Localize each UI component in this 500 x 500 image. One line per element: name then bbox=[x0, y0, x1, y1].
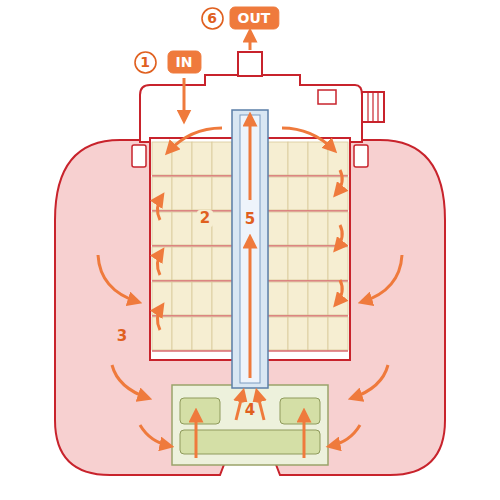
thread bbox=[368, 92, 378, 122]
foam-cell bbox=[152, 212, 172, 245]
foam-cell bbox=[308, 142, 328, 175]
foam-cell bbox=[152, 317, 172, 350]
foam-cell bbox=[268, 142, 288, 175]
foam-divider bbox=[152, 316, 232, 317]
foam-cell bbox=[288, 247, 308, 280]
flow-arrows bbox=[98, 32, 402, 458]
foam-cell bbox=[288, 282, 308, 315]
callout-circle: 6 bbox=[201, 7, 224, 30]
foam-divider bbox=[268, 246, 348, 247]
inner-pipe bbox=[240, 115, 260, 383]
foam-cell bbox=[268, 247, 288, 280]
foam-cell bbox=[212, 317, 232, 350]
foam-divider bbox=[152, 211, 232, 212]
hose-fitting bbox=[362, 92, 384, 122]
foam-divider bbox=[268, 351, 348, 352]
callout-number: 3 bbox=[114, 328, 130, 345]
central-tube bbox=[232, 110, 268, 388]
foam-cell bbox=[212, 177, 232, 210]
callout-number: 2 bbox=[197, 210, 213, 227]
foam-cell bbox=[288, 317, 308, 350]
foam-cell bbox=[172, 317, 192, 350]
foam-cell bbox=[288, 212, 308, 245]
foam-cell bbox=[192, 282, 212, 315]
foam-cell bbox=[152, 142, 172, 175]
foam-cell bbox=[288, 177, 308, 210]
foam-divider bbox=[268, 211, 348, 212]
foam-cell bbox=[268, 282, 288, 315]
flow-label: OUT bbox=[238, 11, 271, 25]
clip bbox=[132, 145, 146, 167]
foam-divider bbox=[268, 281, 348, 282]
callout-number: 4 bbox=[242, 402, 258, 419]
foam-divider bbox=[152, 176, 232, 177]
flow-tag: OUT bbox=[230, 7, 279, 29]
lid-knob bbox=[318, 90, 336, 104]
flow-label: IN bbox=[176, 55, 193, 69]
foam-cell bbox=[192, 247, 212, 280]
foam-cell bbox=[268, 177, 288, 210]
foam-cell bbox=[308, 177, 328, 210]
foam-divider bbox=[152, 351, 232, 352]
callout-number: 5 bbox=[242, 211, 258, 228]
bottom-chamber bbox=[172, 385, 328, 465]
foam-cell bbox=[172, 282, 192, 315]
foam-cell bbox=[152, 247, 172, 280]
foam-cell bbox=[152, 177, 172, 210]
foam-cell bbox=[212, 247, 232, 280]
foam-cell bbox=[308, 282, 328, 315]
foam-cell bbox=[328, 212, 348, 245]
foam-cell bbox=[328, 317, 348, 350]
foam-divider bbox=[268, 176, 348, 177]
foam-cell bbox=[172, 212, 192, 245]
callout-circle: 1 bbox=[134, 51, 157, 74]
foam-cell bbox=[192, 317, 212, 350]
foam-cell bbox=[192, 142, 212, 175]
foam-cell bbox=[268, 212, 288, 245]
callout-number: 6 bbox=[207, 11, 217, 25]
foam-cell bbox=[308, 212, 328, 245]
foam-cell bbox=[172, 177, 192, 210]
foam-cell bbox=[328, 247, 348, 280]
foam-cell bbox=[152, 282, 172, 315]
foam-cell bbox=[308, 247, 328, 280]
foam-cell bbox=[212, 142, 232, 175]
foam-cell bbox=[268, 317, 288, 350]
flow-tag: IN bbox=[168, 51, 201, 73]
callout-number: 1 bbox=[140, 55, 150, 69]
foam-cell bbox=[192, 177, 212, 210]
outlet-pipe bbox=[238, 52, 262, 76]
foam-divider bbox=[152, 281, 232, 282]
foam-cell bbox=[172, 247, 192, 280]
bio-media bbox=[180, 398, 320, 454]
clip bbox=[354, 145, 368, 167]
foam-cell bbox=[212, 212, 232, 245]
foam-cell bbox=[328, 282, 348, 315]
foam-cell bbox=[288, 142, 308, 175]
foam-cell bbox=[308, 317, 328, 350]
foam-divider bbox=[268, 316, 348, 317]
foam-divider bbox=[152, 246, 232, 247]
foam-cell bbox=[212, 282, 232, 315]
